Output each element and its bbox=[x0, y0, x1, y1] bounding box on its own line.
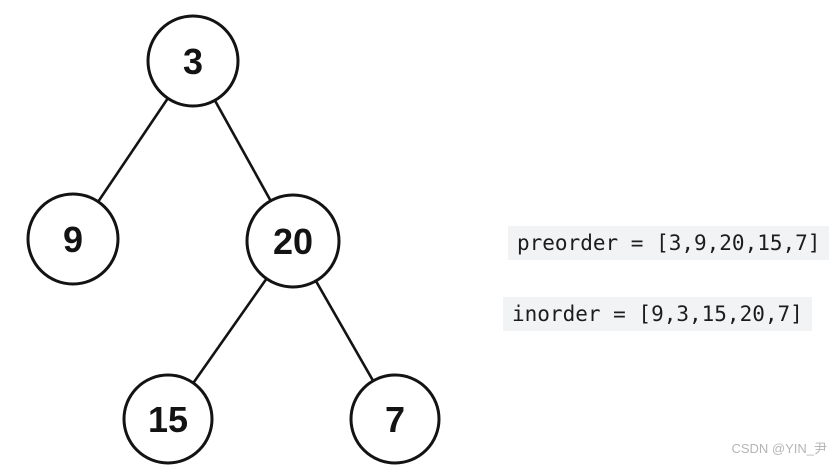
tree-node-circle bbox=[245, 193, 341, 289]
inorder-array-label: inorder = [9,3,15,20,7] bbox=[503, 297, 812, 331]
tree-node-root: 3 bbox=[146, 14, 240, 108]
tree-node-left: 9 bbox=[26, 192, 120, 286]
tree-node-circle bbox=[122, 373, 214, 465]
tree-node-value: 9 bbox=[63, 219, 83, 260]
preorder-array-label: preorder = [3,9,20,15,7] bbox=[508, 226, 830, 260]
tree-node-value: 7 bbox=[385, 399, 405, 440]
binary-tree-diagram: 3 9 20 15 7 bbox=[26, 14, 441, 465]
tree-node-right: 20 bbox=[245, 193, 341, 289]
tree-node-right-right: 7 bbox=[349, 373, 441, 465]
tree-node-value: 20 bbox=[273, 221, 313, 262]
tree-node-circle bbox=[146, 14, 240, 108]
tree-node-value: 3 bbox=[183, 41, 203, 82]
tree-node-right-left: 15 bbox=[122, 373, 214, 465]
tree-node-circle bbox=[26, 192, 120, 286]
tree-node-circle bbox=[349, 373, 441, 465]
csdn-watermark: CSDN @YIN_尹 bbox=[731, 441, 827, 456]
tree-node-value: 15 bbox=[148, 399, 188, 440]
